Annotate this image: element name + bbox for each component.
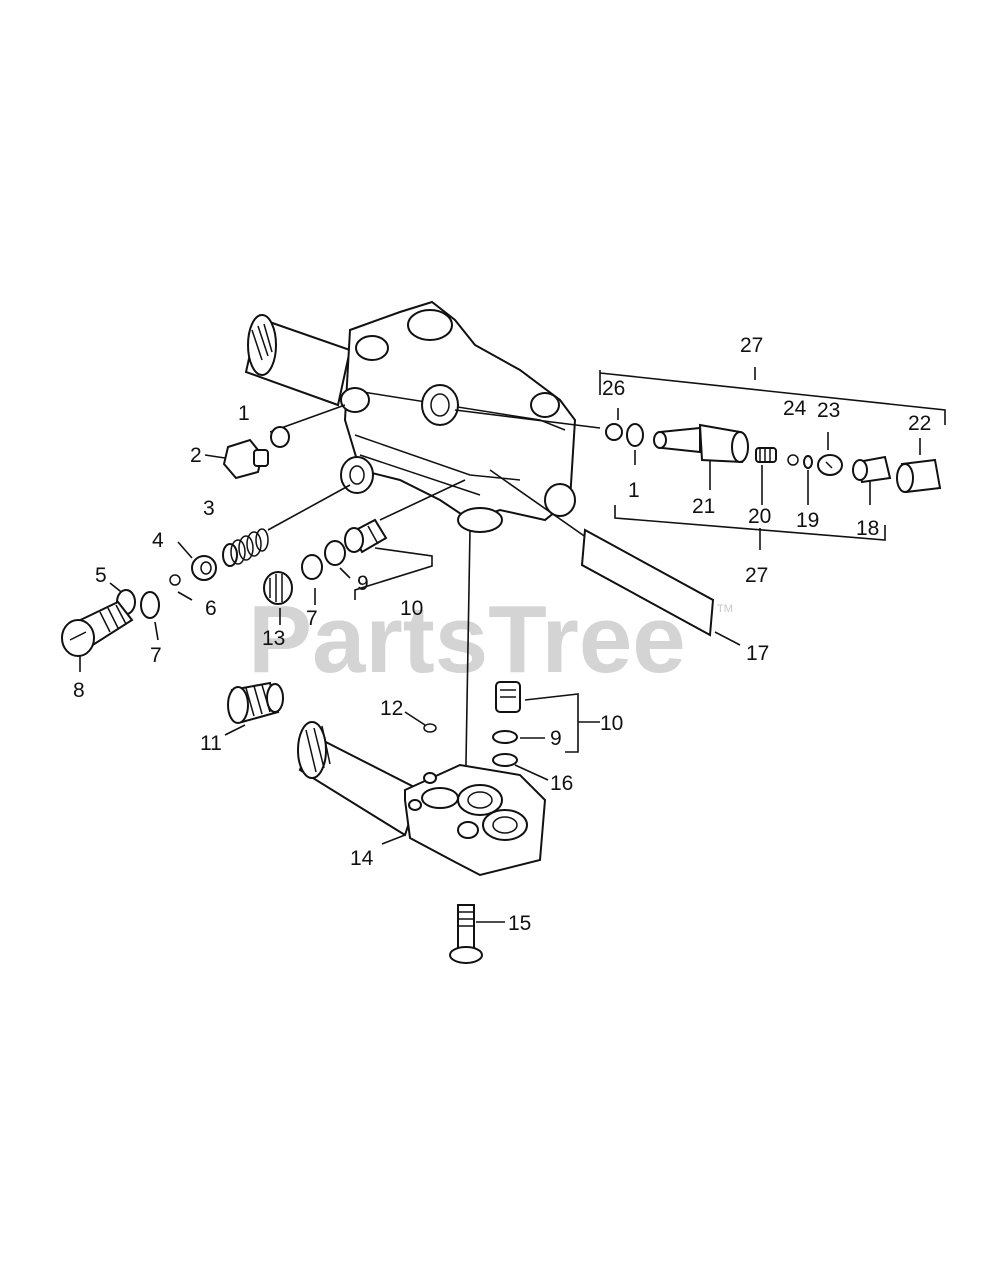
- callout-26: 26: [602, 377, 625, 400]
- spring-part-20: [755, 447, 777, 463]
- strip-part-17: [580, 528, 715, 637]
- callout-9-lower: 9: [550, 727, 562, 750]
- callout-17: 17: [746, 642, 769, 665]
- callout-21: 21: [692, 495, 715, 518]
- callout-7-second: 7: [306, 607, 318, 630]
- callout-13: 13: [262, 627, 285, 650]
- callout-7: 7: [150, 644, 162, 667]
- o-ring-part-7b: [301, 554, 323, 580]
- callout-11: 11: [200, 732, 222, 755]
- callout-1: 1: [238, 402, 250, 425]
- o-ring-part-26: [605, 423, 623, 441]
- valve-part-10-lower: [495, 681, 521, 713]
- ring-part-12: [423, 723, 437, 733]
- callout-19: 19: [796, 509, 819, 532]
- filter-part-11: [227, 681, 284, 724]
- spring-part-3: [222, 528, 269, 567]
- callout-15: 15: [508, 912, 531, 935]
- callout-10: 10: [400, 597, 423, 620]
- o-ring-part-7: [140, 591, 160, 619]
- callout-3: 3: [203, 497, 215, 520]
- callout-8: 8: [73, 679, 85, 702]
- callout-9: 9: [357, 572, 369, 595]
- callout-14: 14: [350, 847, 374, 870]
- manifold-part-14: [297, 721, 547, 877]
- callout-24: 24: [783, 397, 807, 420]
- callout-23: 23: [817, 399, 840, 422]
- valve-part-13: [263, 571, 293, 605]
- valve-seat-part-4: [191, 555, 217, 581]
- ring-part-19: [803, 455, 813, 469]
- callout-4: 4: [152, 529, 164, 552]
- callout-1-right: 1: [628, 479, 640, 502]
- callout-labels: 1 2 3 4 5 6 7 8 13 7 9 10 12 11 14 15 9 …: [73, 334, 931, 935]
- valve-assembly-part-10: [344, 518, 388, 554]
- ball-part-24: [787, 454, 799, 466]
- o-ring-part-16: [492, 753, 518, 767]
- bolt-part-15: [449, 904, 483, 964]
- callout-12: 12: [380, 697, 403, 720]
- callout-2: 2: [190, 444, 202, 467]
- fitting-part-18: [852, 455, 892, 484]
- cap-part-8: [61, 600, 134, 657]
- o-ring-part-1: [270, 426, 290, 448]
- plug-part-2: [222, 438, 269, 480]
- callout-5: 5: [95, 564, 107, 587]
- callout-27-top: 27: [740, 334, 763, 357]
- callout-16: 16: [550, 772, 573, 795]
- o-ring-part-1-right: [626, 423, 644, 447]
- unloader-part-21: [653, 423, 749, 464]
- ball-part-6: [169, 574, 181, 586]
- callout-10-lower: 10: [600, 712, 623, 735]
- callout-18: 18: [856, 517, 879, 540]
- cap-part-22: [896, 458, 942, 494]
- o-ring-part-9-lower: [492, 730, 518, 744]
- seat-part-23: [817, 454, 843, 476]
- o-ring-part-9: [324, 540, 346, 566]
- callout-6: 6: [205, 597, 217, 620]
- callout-22: 22: [908, 412, 931, 435]
- pump-head-body: [244, 300, 577, 533]
- watermark-trademark: TM: [717, 603, 733, 615]
- callout-20: 20: [748, 505, 771, 528]
- callout-27-bottom: 27: [745, 564, 768, 587]
